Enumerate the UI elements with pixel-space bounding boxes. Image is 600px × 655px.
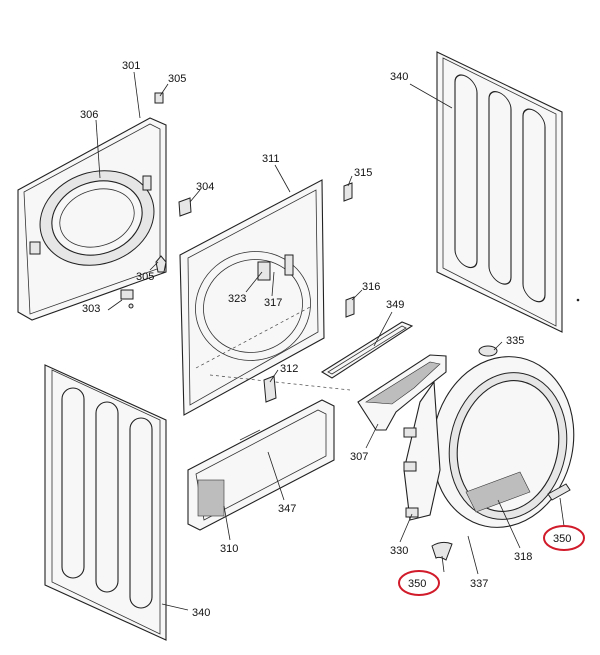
- highlight-circle-350-left: [398, 570, 440, 596]
- door-panel-301: [17, 117, 167, 321]
- callout-307: 307: [350, 451, 368, 463]
- small-part-304: [178, 197, 192, 217]
- callout-301: 301: [122, 60, 140, 72]
- callout-340-top: 340: [390, 71, 408, 83]
- callout-318: 318: [514, 551, 532, 563]
- small-part-303: [120, 289, 134, 309]
- callout-labels: 301 305 306 340 311 315 304 305 303 323 …: [80, 60, 571, 619]
- callout-312: 312: [280, 363, 298, 375]
- callout-347: 347: [278, 503, 296, 515]
- side-panel-340-top: [436, 51, 580, 333]
- filter-piece-350-right: [547, 483, 571, 501]
- drum-bulkhead: [403, 356, 575, 528]
- callout-303: 303: [82, 303, 100, 315]
- callout-340-bottom: 340: [192, 607, 210, 619]
- small-part-305-top: [154, 92, 164, 104]
- callout-337: 337: [470, 578, 488, 590]
- leader-lines: [95, 71, 565, 611]
- callout-306: 306: [80, 109, 98, 121]
- callout-311: 311: [262, 153, 280, 165]
- side-panel-340-bottom: [44, 364, 167, 641]
- callout-350-left: 350: [408, 578, 426, 590]
- filter-strip-349: [320, 321, 414, 379]
- callout-315: 315: [354, 167, 372, 179]
- inner-panel-311: [179, 179, 351, 416]
- part-335: [478, 345, 498, 357]
- callout-316: 316: [362, 281, 380, 293]
- bracket-316: [345, 296, 355, 318]
- callout-330: 330: [390, 545, 408, 557]
- callout-305-mid: 305: [136, 271, 154, 283]
- small-part-305-mid: [155, 255, 167, 273]
- callout-310: 310: [220, 543, 238, 555]
- bracket-315: [343, 182, 353, 202]
- callout-350-right: 350: [553, 533, 571, 545]
- callout-304: 304: [196, 181, 214, 193]
- callout-335: 335: [506, 335, 524, 347]
- callout-349: 349: [386, 299, 404, 311]
- part-312: [263, 375, 277, 403]
- callout-317: 317: [264, 297, 282, 309]
- highlight-circle-350-right: [543, 525, 585, 551]
- housing-310: [187, 399, 335, 531]
- filter-piece-350-left: [431, 541, 453, 561]
- callout-323: 323: [228, 293, 246, 305]
- callout-305-top: 305: [168, 73, 186, 85]
- lint-filter-307: [357, 354, 447, 431]
